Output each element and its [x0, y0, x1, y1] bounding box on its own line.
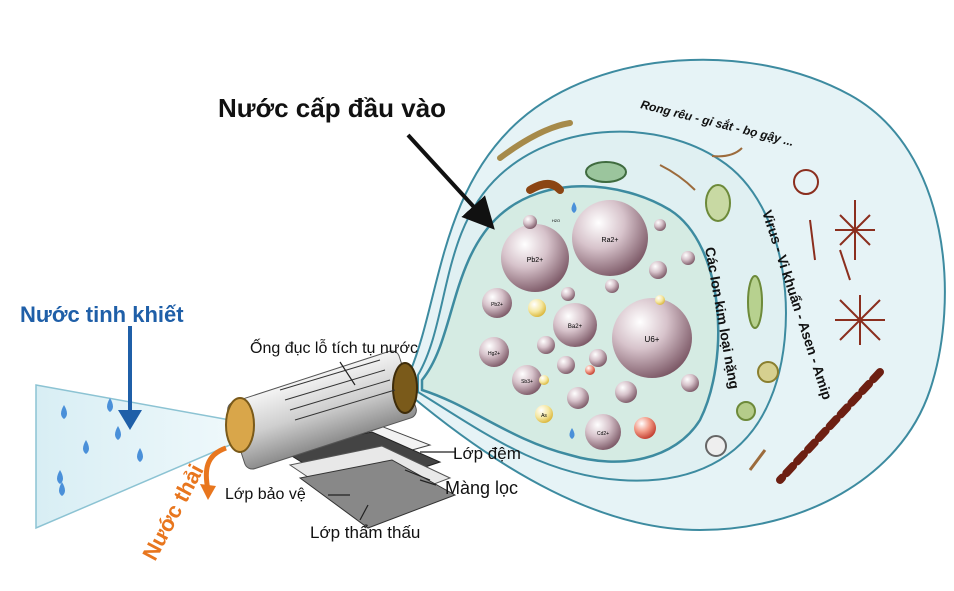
larva-icon [748, 449, 767, 471]
pure-water-stream [35, 384, 231, 530]
ion-label: H2O [552, 218, 560, 223]
virus-icon [757, 361, 779, 383]
feed-water-arrow [406, 133, 495, 230]
ion-sphere [612, 298, 692, 378]
ion-sphere [557, 356, 575, 374]
ion-sphere [539, 375, 549, 385]
ion-label: U6+ [645, 335, 660, 344]
bacteria-icon [711, 147, 743, 158]
waste-water-arrowhead [200, 484, 216, 500]
ion-sphere [528, 299, 546, 317]
ion-sphere [479, 337, 509, 367]
ion-sphere [589, 349, 607, 367]
ion-sphere [585, 365, 595, 375]
bacteria-icon [659, 164, 696, 191]
ion-sphere [585, 414, 621, 450]
ion-sphere [649, 261, 667, 279]
filter-membrane-label: Màng lọc [445, 478, 518, 498]
pure-water-arrowhead [118, 410, 142, 430]
tube-inlet-cap [392, 362, 418, 414]
water-drop-icon [569, 428, 575, 439]
ion-sphere [561, 287, 575, 301]
ion-sphere [535, 405, 553, 423]
perforated-tube-label: Ống đục lỗ tích tụ nước [250, 337, 418, 357]
water-drop-icon [115, 426, 121, 440]
ion-label: Pb2+ [527, 257, 544, 264]
algae-icon [809, 219, 851, 281]
ion-sphere [523, 215, 537, 229]
spacer-layer-label: Lớp đệm [453, 444, 521, 463]
virus-icon [526, 180, 564, 194]
membrane-cartridge [225, 350, 457, 529]
protective-layer-label: Lớp bảo vệ [225, 486, 306, 503]
water-drop-icon [137, 448, 143, 462]
ion-label: Ba2+ [568, 324, 583, 330]
water-drop-icon [59, 482, 65, 496]
leader-lines [328, 361, 455, 521]
algae-icon [793, 169, 819, 195]
ion-sphere [567, 387, 589, 409]
bacteria-icon [747, 275, 763, 329]
algae-and-rust [497, 120, 885, 484]
ion-label: Pb2+ [491, 302, 503, 308]
pure-water-title: Nước tinh khiết [20, 302, 184, 327]
ion-sphere [681, 251, 695, 265]
permeate-layer-label: Lớp thẩm thấu [310, 523, 420, 542]
worm-icon [497, 120, 573, 161]
ion-label: Cd2+ [597, 431, 609, 437]
feed-water-title: Nước cấp đầu vào [218, 93, 446, 123]
ion-label: Ra2+ [602, 237, 619, 244]
protect-sheet [298, 459, 457, 529]
ion-label: As [541, 413, 547, 419]
tube-end-cap [225, 397, 255, 453]
rust-chain-icon [776, 368, 884, 484]
water-drop-icon [107, 398, 113, 412]
ion-sphere [512, 365, 542, 395]
ion-sphere [501, 224, 569, 292]
ion-sphere [605, 279, 619, 293]
bacteria-icon [705, 184, 731, 222]
ion-sphere [615, 381, 637, 403]
tube-perforations [279, 359, 396, 421]
ion-sphere [655, 295, 665, 305]
virus-icon [736, 401, 756, 421]
ion-label: Sb3+ [521, 379, 533, 385]
bacteria-icon [585, 161, 627, 183]
algae-icon [835, 295, 885, 345]
ion-sphere [654, 219, 666, 231]
ion-sphere [553, 303, 597, 347]
ion-spheres: Pb2+ Ra2+ U6+ Ba2+ Pb2+ Hg2+ Sb3+ Cd2+ A… [479, 200, 699, 450]
ion-sphere [634, 417, 656, 439]
microorganisms [526, 147, 779, 457]
water-drop-icon [61, 405, 67, 419]
water-drop-icon [83, 440, 89, 454]
ion-label: Hg2+ [488, 351, 500, 357]
water-drop-icon [57, 470, 63, 484]
ion-sphere [537, 336, 555, 354]
algae-icon [835, 200, 875, 260]
ion-sphere [482, 288, 512, 318]
ion-sphere [681, 374, 699, 392]
water-drop-icon [571, 202, 577, 213]
water-drops [57, 398, 143, 496]
ion-sphere [572, 200, 648, 276]
amoeba-icon [705, 435, 727, 457]
